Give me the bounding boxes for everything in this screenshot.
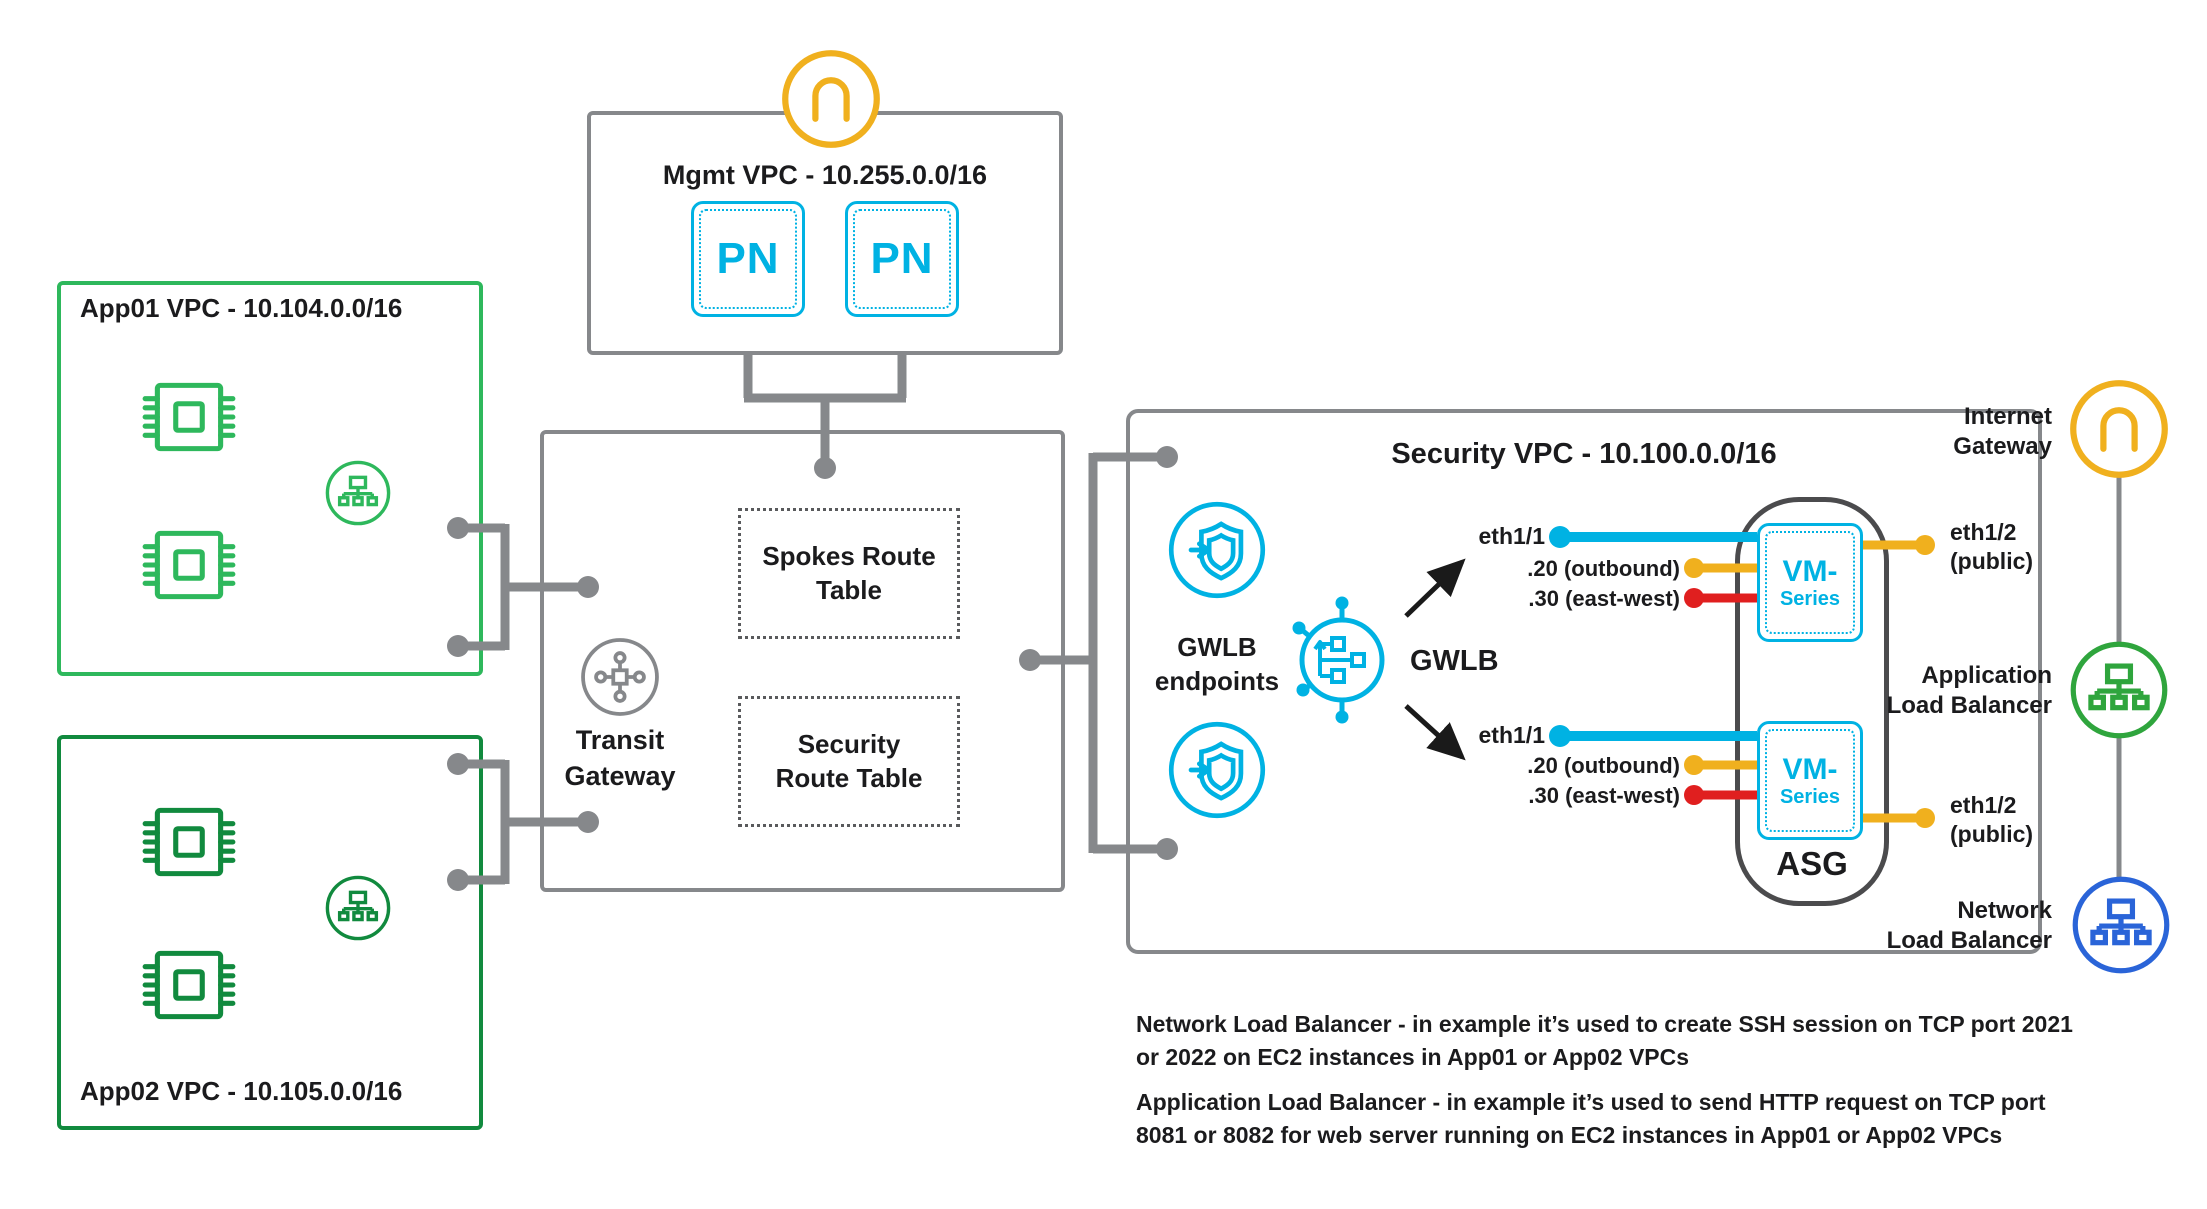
vm-series-label: Series <box>1779 785 1841 808</box>
east-west-label-bottom: .30 (east-west) <box>1528 783 1680 808</box>
outbound-label-bottom: .20 (outbound) <box>1527 753 1680 778</box>
panorama-node-label: PN <box>870 234 934 283</box>
spokes-route-table: Spokes Route Table <box>738 508 960 639</box>
eth1-2-label-top: eth1/2 (public) <box>1950 519 2034 574</box>
security-vpc-box <box>1126 409 2042 954</box>
ec2-chip-icon <box>138 791 240 893</box>
app01-vpc-box <box>57 281 483 676</box>
panorama-node-label: PN <box>716 234 780 283</box>
internet-gateway-icon <box>2067 377 2171 481</box>
network-load-balancer-icon <box>2069 873 2173 977</box>
vm-series-label: Series <box>1779 587 1841 610</box>
transit-gateway-label: Transit Gateway <box>564 725 676 792</box>
security-route-table: Security Route Table <box>738 696 960 827</box>
gwlb-endpoint-icon <box>1165 718 1269 822</box>
panorama-node-2: PN <box>845 201 959 317</box>
eth1-1-label-top: eth1/1 <box>1478 523 1545 549</box>
ec2-chip-icon <box>138 514 240 616</box>
eth1-1-label-bottom: eth1/1 <box>1478 722 1545 748</box>
alb-note: Application Load Balancer - in example i… <box>1136 1089 2046 1149</box>
subnet-network-icon <box>324 459 392 527</box>
subnet-network-icon <box>324 874 392 942</box>
vm-series-label: VM- <box>1782 752 1838 786</box>
vm-series-firewall-1: VM- Series <box>1757 523 1863 642</box>
application-load-balancer-label: Application Load Balancer <box>1886 662 2052 719</box>
eth1-2-label-bottom: eth1/2 (public) <box>1950 792 2034 847</box>
app01-vpc-title: App01 VPC - 10.104.0.0/16 <box>80 293 403 323</box>
gwlb-endpoints-label: GWLB endpoints <box>1154 632 1280 696</box>
vpn-gateway-icon <box>779 47 883 151</box>
network-load-balancer-label: Network Load Balancer <box>1886 897 2052 954</box>
ec2-chip-icon <box>138 934 240 1036</box>
app02-vpc-box <box>57 735 483 1130</box>
transit-gateway-icon <box>578 635 662 719</box>
vm-series-label: VM- <box>1782 554 1838 588</box>
security-vpc-title: Security VPC - 10.100.0.0/16 <box>1391 438 1777 470</box>
vm-series-firewall-2: VM- Series <box>1757 721 1863 840</box>
asg-group <box>1735 497 1889 906</box>
outbound-label-top: .20 (outbound) <box>1527 556 1680 581</box>
internet-gateway-label: Internet Gateway <box>1953 403 2052 460</box>
gwlb-endpoint-icon <box>1165 498 1269 602</box>
mgmt-vpc-title: Mgmt VPC - 10.255.0.0/16 <box>662 160 988 190</box>
ec2-chip-icon <box>138 366 240 468</box>
nlb-note: Network Load Balancer - in example it’s … <box>1136 1011 2073 1071</box>
asg-label: ASG <box>1776 845 1848 882</box>
gwlb-label: GWLB <box>1410 645 1499 677</box>
app02-vpc-title: App02 VPC - 10.105.0.0/16 <box>80 1076 403 1106</box>
east-west-label-top: .30 (east-west) <box>1528 586 1680 611</box>
application-load-balancer-icon <box>2067 638 2171 742</box>
panorama-node-1: PN <box>691 201 805 317</box>
gwlb-icon <box>1272 590 1412 730</box>
